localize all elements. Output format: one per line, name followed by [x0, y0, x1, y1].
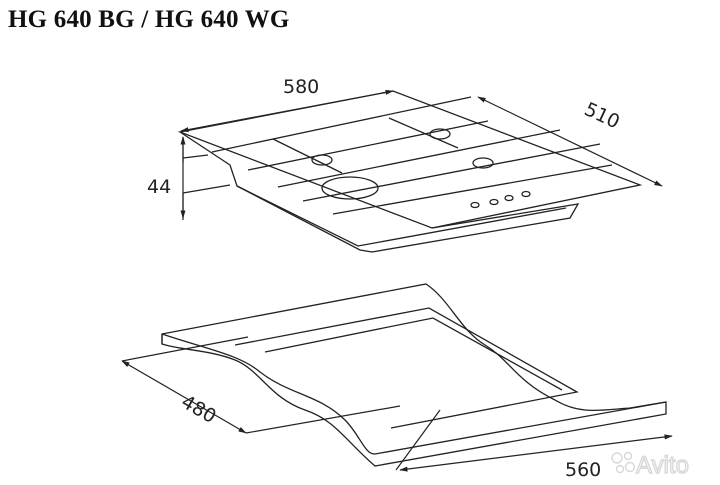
avito-watermark: Avito — [636, 452, 689, 479]
countertop-cutout-drawing — [161, 283, 667, 467]
dimension-height-44: 44 — [147, 176, 171, 198]
dimension-width-580: 580 — [283, 76, 319, 98]
hob-drawing — [177, 90, 643, 253]
hob-dimension-lines — [180, 89, 663, 220]
page-title: HG 640 BG / HG 640 WG — [8, 6, 290, 33]
avito-logo-icon — [611, 451, 636, 474]
cutout-dimension-lines — [121, 336, 673, 472]
dimension-cutout-width-560: 560 — [565, 459, 601, 481]
dimension-depth-510: 510 — [581, 98, 623, 133]
